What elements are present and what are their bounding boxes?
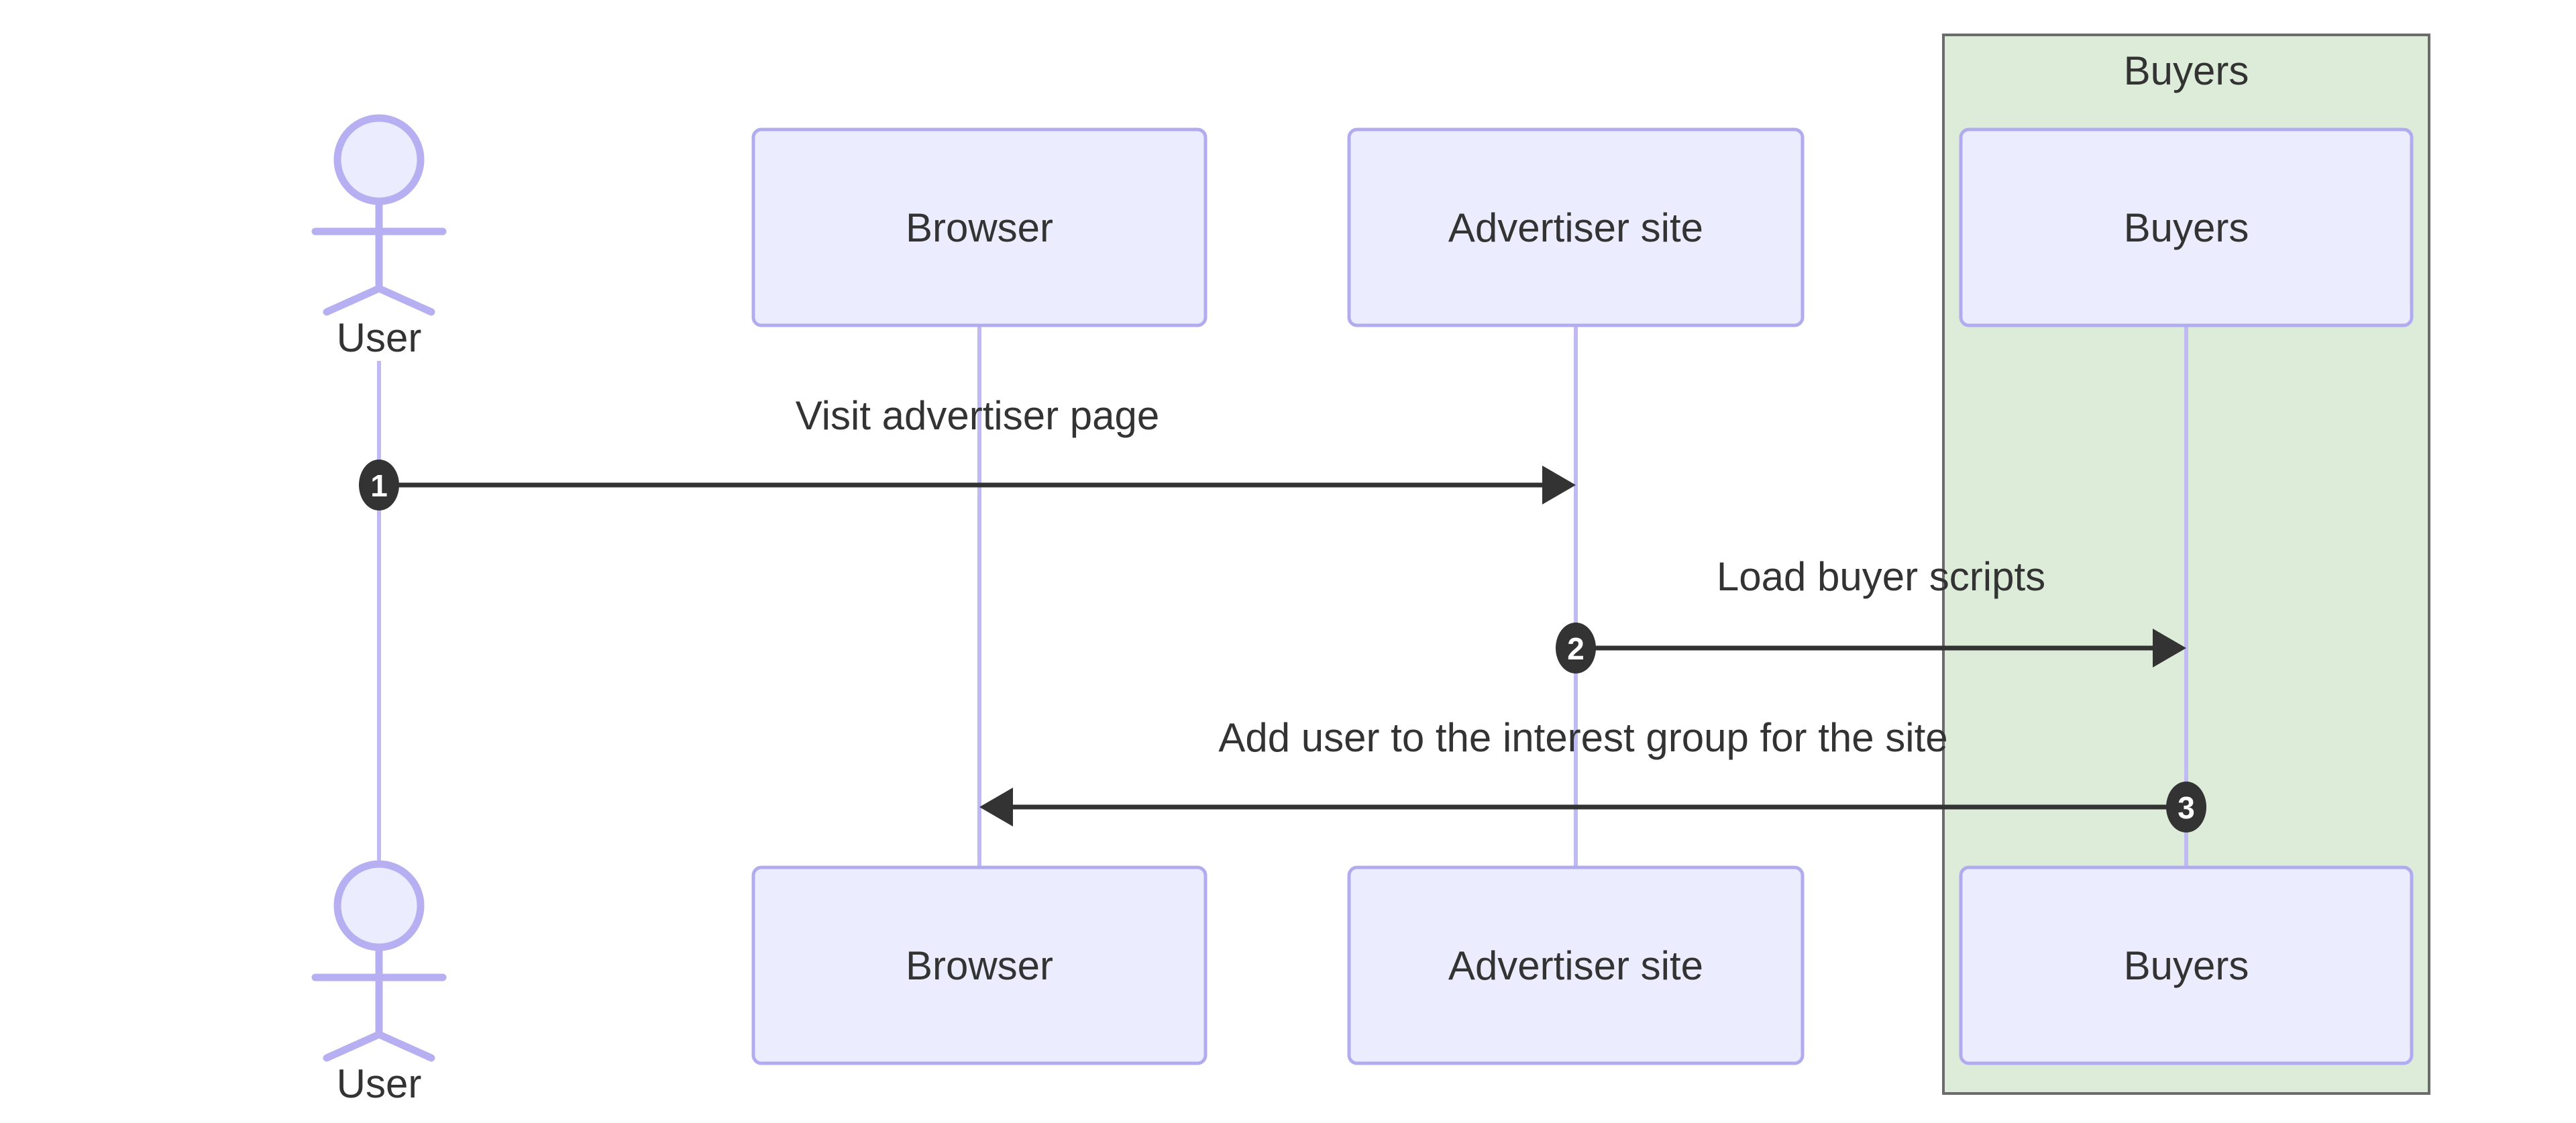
actor-user-bottom: User <box>311 860 447 1106</box>
actor-legs-icon <box>323 284 435 316</box>
participant-label: Buyers <box>2124 205 2249 250</box>
message-1: Visit advertiser page 1 <box>359 393 1576 511</box>
participant-label: Advertiser site <box>1448 943 1703 988</box>
participant-box-buyers-bottom: Buyers <box>1959 865 2414 1065</box>
group-title: Buyers <box>2124 48 2249 93</box>
participant-rect <box>1347 127 1805 327</box>
message-3-label: Add user to the interest group for the s… <box>1218 715 1947 760</box>
participant-box-browser-bottom: Browser <box>751 865 1208 1065</box>
participant-label: Buyers <box>2124 943 2249 988</box>
participant-rect <box>751 865 1208 1065</box>
message-2-label: Load buyer scripts <box>1717 554 2045 599</box>
actor-head-icon <box>333 114 425 205</box>
participant-rect <box>751 127 1208 327</box>
sequence-number-badge-3 <box>2166 782 2206 833</box>
sequence-number-badge-2 <box>1556 623 1596 674</box>
participant-rect <box>1347 865 1805 1065</box>
sequence-number-3: 3 <box>2178 790 2195 825</box>
participant-rect <box>1959 127 2414 327</box>
participant-box-browser-top: Browser <box>751 127 1208 327</box>
participant-label: Advertiser site <box>1448 205 1703 250</box>
message-3-arrowhead-icon <box>979 788 1013 826</box>
message-1-arrowhead-icon <box>1542 466 1576 504</box>
actor-legs-icon <box>323 1030 435 1062</box>
participant-box-advertiser-top: Advertiser site <box>1347 127 1805 327</box>
participant-box-advertiser-bottom: Advertiser site <box>1347 865 1805 1065</box>
actor-head-icon <box>333 860 425 951</box>
sequence-number-1: 1 <box>370 468 388 503</box>
actor-user-top: User <box>311 114 447 360</box>
message-2: Load buyer scripts 2 <box>1556 554 2186 674</box>
actor-label-bottom: User <box>337 1061 422 1106</box>
message-2-arrowhead-icon <box>2153 629 2186 667</box>
sequence-number-badge-1 <box>359 460 399 511</box>
message-1-label: Visit advertiser page <box>796 393 1160 438</box>
sequence-number-2: 2 <box>1567 631 1585 666</box>
participant-rect <box>1959 865 2414 1065</box>
actor-label-top: User <box>337 315 422 360</box>
message-3: Add user to the interest group for the s… <box>979 715 2206 833</box>
participant-label: Browser <box>906 205 1053 250</box>
participant-box-buyers-top: Buyers <box>1959 127 2414 327</box>
participant-label: Browser <box>906 943 1053 988</box>
